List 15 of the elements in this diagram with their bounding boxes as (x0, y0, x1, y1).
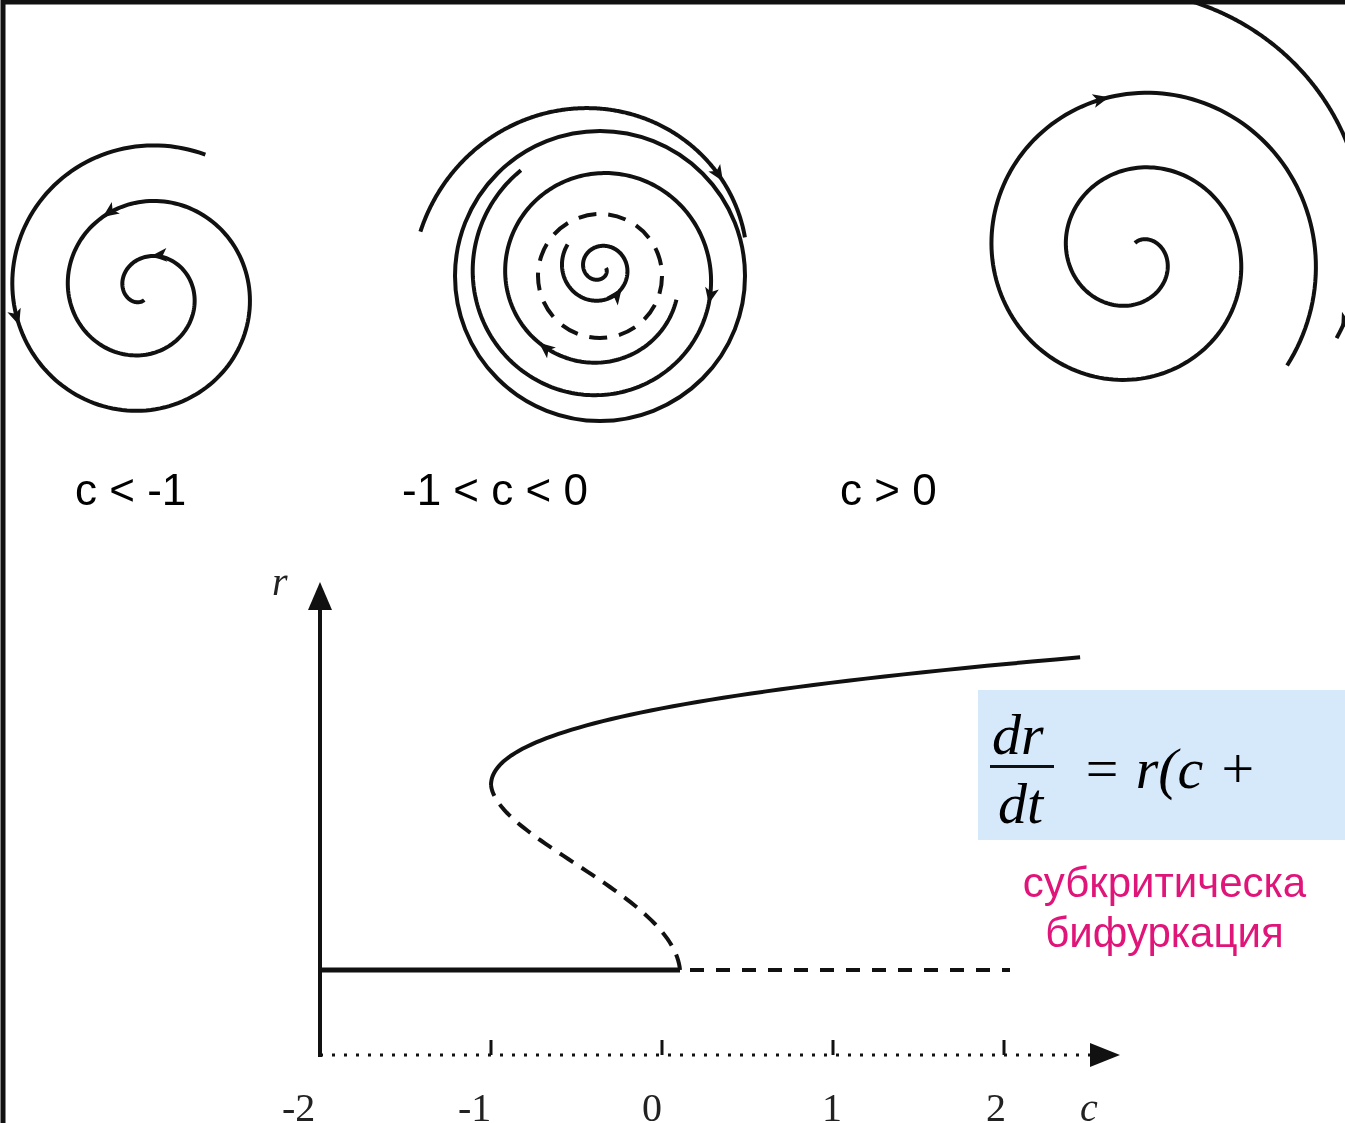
tick-label: 1 (822, 1088, 842, 1123)
parameter-label: c < -1 (75, 468, 187, 512)
tick-label: -2 (282, 1088, 316, 1123)
formula-numerator: dr (992, 706, 1044, 764)
formula-box (978, 690, 1345, 840)
formula-denominator: dt (998, 775, 1044, 833)
axis-label: r (272, 562, 288, 602)
parameter-label: c > 0 (840, 468, 937, 512)
axis-label: c (1080, 1088, 1098, 1123)
tick-label: 0 (642, 1088, 662, 1123)
formula-text: = r(c + (1082, 740, 1257, 798)
tick-label: -1 (458, 1088, 492, 1123)
parameter-label: -1 < c < 0 (402, 468, 588, 512)
bifurcation-caption: субкритическа бифуркация (1021, 858, 1308, 959)
tick-label: 2 (986, 1088, 1006, 1123)
